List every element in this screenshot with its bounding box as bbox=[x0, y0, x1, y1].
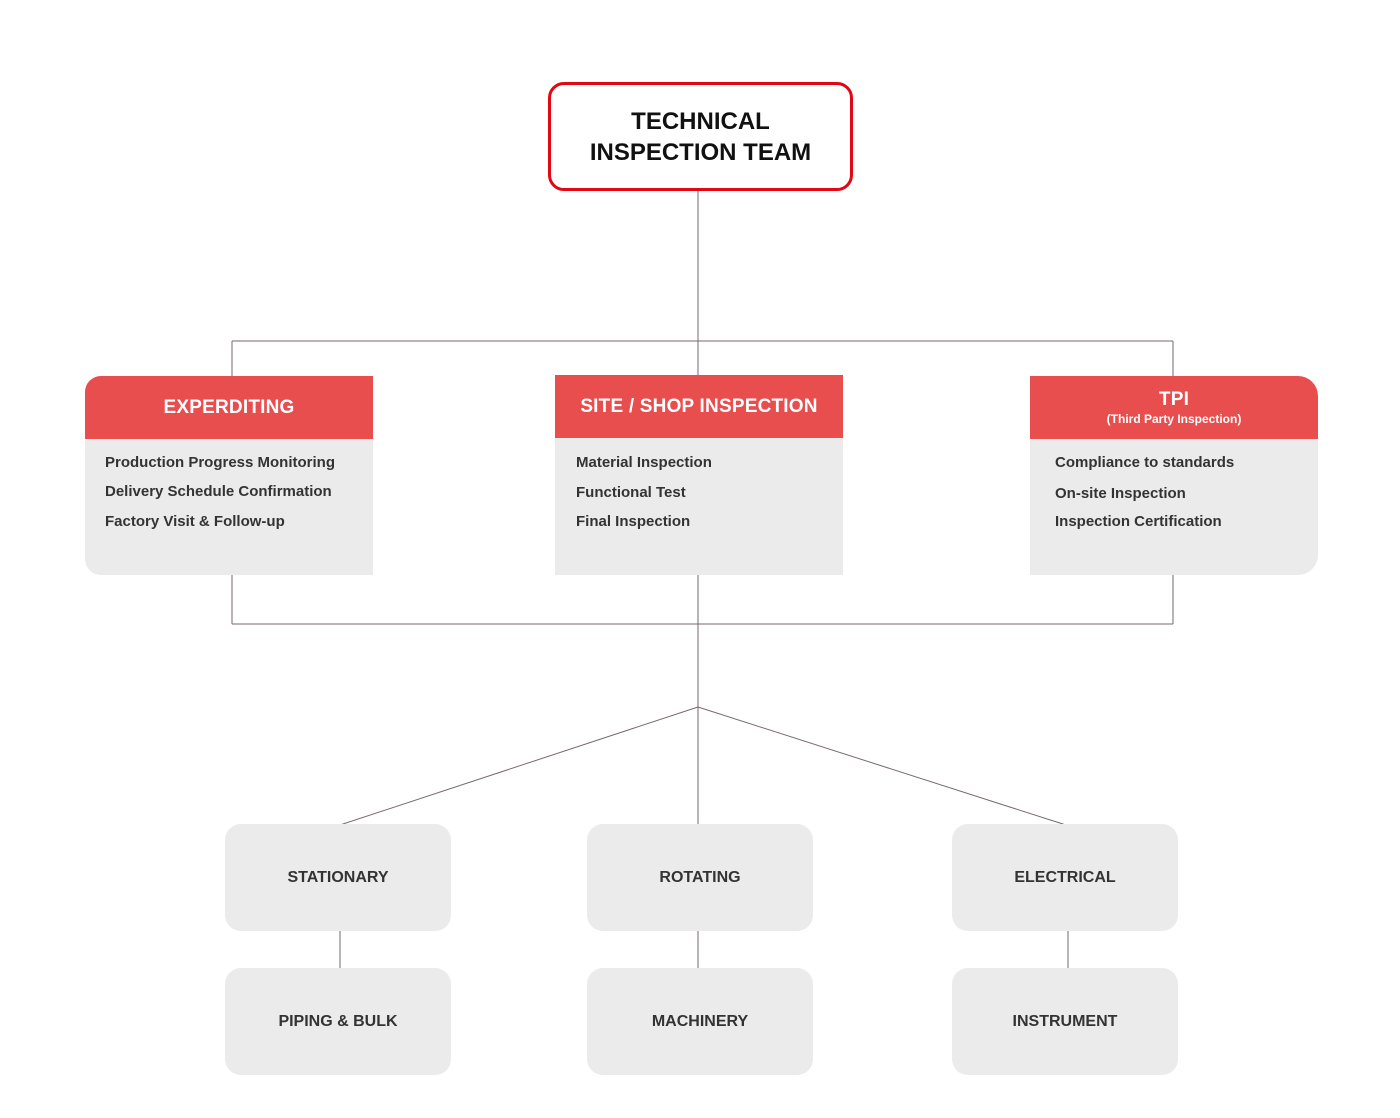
department-item: Factory Visit & Follow-up bbox=[105, 513, 285, 530]
department-item: Inspection Certification bbox=[1055, 513, 1222, 530]
department-expediting: EXPERDITING Production Progress Monitori… bbox=[85, 376, 373, 575]
department-title: EXPERDITING bbox=[163, 396, 295, 418]
department-item: On-site Inspection bbox=[1055, 485, 1186, 502]
root-title-line2: INSPECTION TEAM bbox=[589, 138, 812, 166]
department-title: TPI bbox=[1158, 389, 1190, 410]
category-label: STATIONARY bbox=[287, 868, 389, 886]
department-header: TPI (Third Party Inspection) bbox=[1030, 376, 1318, 439]
department-item: Compliance to standards bbox=[1055, 454, 1235, 471]
root-title-line1: TECHNICAL bbox=[631, 107, 770, 135]
subcategory-piping-bulk: PIPING & BULK bbox=[225, 968, 451, 1075]
subcategory-instrument: INSTRUMENT bbox=[952, 968, 1178, 1075]
department-item: Production Progress Monitoring bbox=[105, 454, 336, 471]
category-label: ELECTRICAL bbox=[1014, 868, 1116, 886]
department-body: Production Progress Monitoring Delivery … bbox=[85, 439, 373, 575]
department-site-shop-inspection: SITE / SHOP INSPECTION Material Inspecti… bbox=[555, 375, 843, 575]
category-stationary: STATIONARY bbox=[225, 824, 451, 931]
department-item: Functional Test bbox=[576, 484, 686, 501]
subcategory-label: INSTRUMENT bbox=[1012, 1012, 1118, 1030]
category-rotating: ROTATING bbox=[587, 824, 813, 931]
department-tpi: TPI (Third Party Inspection) Compliance … bbox=[1030, 376, 1318, 575]
department-subtitle: (Third Party Inspection) bbox=[1106, 412, 1242, 426]
department-body: Compliance to standards On-site Inspecti… bbox=[1030, 439, 1318, 575]
department-item: Material Inspection bbox=[576, 454, 712, 471]
subcategory-label: PIPING & BULK bbox=[278, 1012, 398, 1030]
department-item: Delivery Schedule Confirmation bbox=[105, 483, 332, 500]
category-electrical: ELECTRICAL bbox=[952, 824, 1178, 931]
department-header: SITE / SHOP INSPECTION bbox=[555, 375, 843, 438]
department-header: EXPERDITING bbox=[85, 376, 373, 439]
category-label: ROTATING bbox=[659, 868, 741, 886]
department-item: Final Inspection bbox=[576, 513, 691, 530]
subcategory-label: MACHINERY bbox=[651, 1012, 749, 1030]
root-node-technical-inspection-team: TECHNICAL INSPECTION TEAM bbox=[548, 82, 853, 191]
subcategory-machinery: MACHINERY bbox=[587, 968, 813, 1075]
department-body: Material Inspection Functional Test Fina… bbox=[555, 438, 843, 575]
department-title: SITE / SHOP INSPECTION bbox=[580, 395, 818, 417]
